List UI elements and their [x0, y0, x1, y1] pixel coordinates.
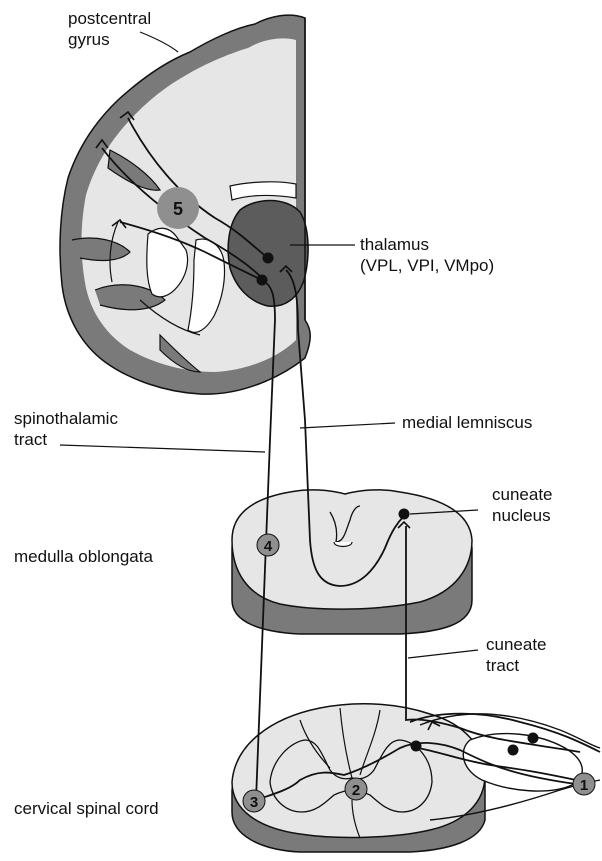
label-line: cervical spinal cord	[14, 798, 159, 819]
label-cervical-spinal-cord: cervical spinal cord	[14, 798, 159, 819]
label-line: tract	[486, 655, 547, 676]
spinal-cord-section	[232, 704, 600, 852]
marker-1: 1	[573, 773, 595, 795]
label-line: postcentral	[68, 8, 151, 29]
svg-text:3: 3	[250, 794, 258, 811]
label-line: tract	[14, 429, 118, 450]
label-line: cuneate	[492, 484, 553, 505]
label-line: medulla oblongata	[14, 546, 153, 567]
label-spinothalamic-tract: spinothalamic tract	[14, 408, 118, 450]
label-line: medial lemniscus	[402, 412, 532, 433]
label-line: cuneate	[486, 634, 547, 655]
svg-text:1: 1	[580, 777, 588, 794]
label-line: gyrus	[68, 29, 151, 50]
marker-3: 3	[243, 790, 265, 812]
label-line: (VPL, VPI, VMpo)	[360, 255, 494, 276]
svg-text:2: 2	[352, 782, 360, 799]
label-cuneate-nucleus: cuneate nucleus	[492, 484, 553, 526]
label-cuneate-tract: cuneate tract	[486, 634, 547, 676]
svg-text:4: 4	[264, 538, 273, 555]
label-thalamus: thalamus (VPL, VPI, VMpo)	[360, 234, 494, 276]
label-line: thalamus	[360, 234, 494, 255]
marker-5: 5	[157, 187, 199, 229]
marker-2: 2	[345, 778, 367, 800]
cuneate-tract-leader	[408, 650, 478, 658]
marker-4: 4	[257, 534, 279, 556]
label-line: nucleus	[492, 505, 553, 526]
label-postcentral-gyrus: postcentral gyrus	[68, 8, 151, 50]
label-line: spinothalamic	[14, 408, 118, 429]
label-medulla-oblongata: medulla oblongata	[14, 546, 153, 567]
svg-text:5: 5	[173, 199, 183, 219]
central-canal	[334, 542, 352, 547]
label-medial-lemniscus: medial lemniscus	[402, 412, 532, 433]
lemniscus-leader	[300, 423, 395, 428]
